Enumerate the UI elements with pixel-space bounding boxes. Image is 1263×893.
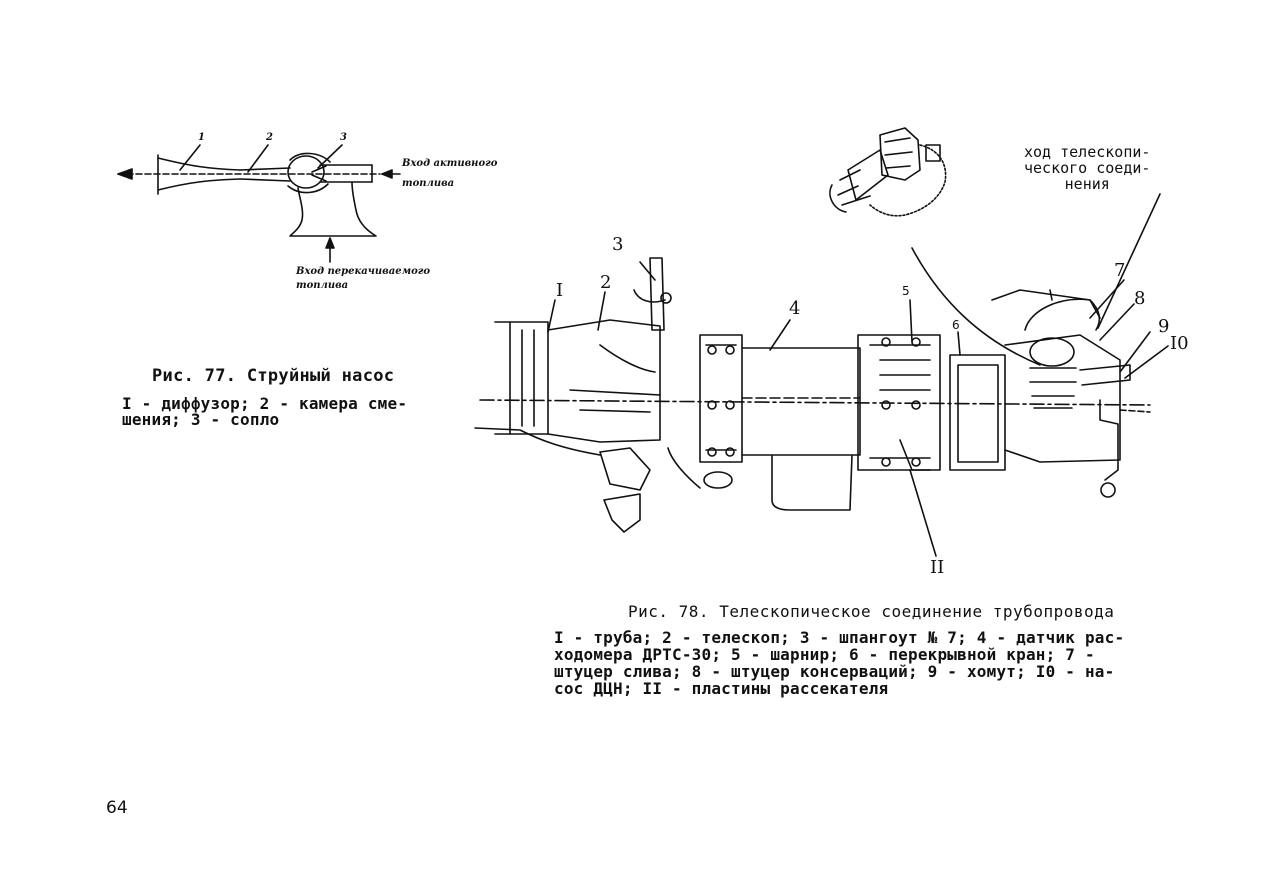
fig77-inlet-pumped-line1: Вход перекачиваемого [296,266,431,277]
fig78-callout-line-2: ческого соеди- [1024,159,1151,177]
fig77-label-3: 3 [340,132,347,143]
fig78-callout-line-3: нения [1064,175,1110,193]
fig77-label-2: 2 [266,132,273,143]
fig77-legend-line-1: I - диффузор; 2 - камера сме- [122,394,408,413]
fig78-label-7: 7 [1114,260,1126,281]
fig78-legend-line-2: ходомера ДРТС-30; 5 - шарнир; 6 - перекр… [554,645,1095,664]
fig77-caption-title: Рис. 77. Струйный насос [152,366,395,386]
fig78-label-2: 2 [600,272,612,293]
fig78-label-1: I [556,280,564,301]
detail-valve-drawing [829,127,947,217]
fig77-inlet-pumped-line2: топлива [296,280,349,291]
fig78-label-6: 6 [952,318,960,332]
fig78-legend-line-3: штуцер слива; 8 - штуцер консерваций; 9 … [554,662,1115,681]
fig78-label-4: 4 [789,298,801,319]
fig78-label-8: 8 [1134,288,1146,309]
fig78-legend-line-4: сос ДЦН; II - пластины рассекателя [554,679,889,698]
fig77-label-1: 1 [198,132,205,143]
telescopic-joint-drawing [474,127,1169,557]
fig78-label-10: I0 [1170,333,1189,354]
fig78-label-5: 5 [902,284,910,298]
fig77-legend-line-2: шения; 3 - сопло [122,410,280,429]
fig78-label-9: 9 [1158,316,1170,337]
fig78-caption-title: Рис. 78. Телескопическое соединение труб… [628,602,1115,621]
fig78-label-11: II [930,557,945,578]
fig78-legend-line-1: I - труба; 2 - телескоп; 3 - шпангоут № … [554,628,1125,647]
jet-pump-drawing [117,144,401,263]
fig78-callout-telescopic-travel: ход телескопи- ческого соеди- нения [1024,144,1150,192]
page-number: 64 [106,798,128,818]
fig78-label-3: 3 [612,234,624,255]
fig78-callout-line-1: ход телескопи- [1024,143,1151,161]
fig77-inlet-active-line2: топлива [402,178,455,189]
fig77-inlet-active-line1: Вход активного [402,158,498,169]
